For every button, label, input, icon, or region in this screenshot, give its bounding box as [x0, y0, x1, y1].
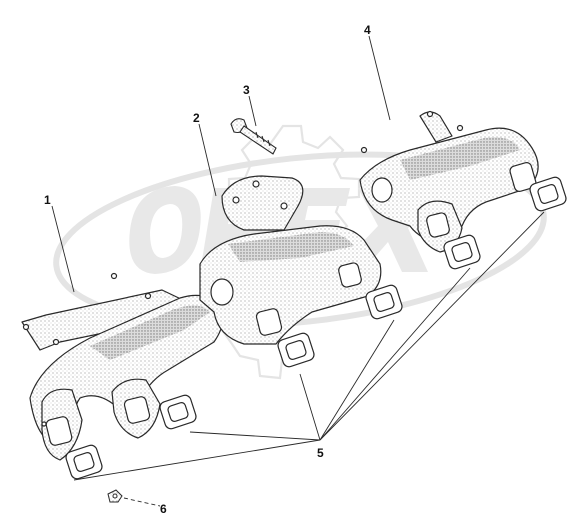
manifold-right-port-end	[509, 162, 537, 192]
gaskets	[65, 176, 567, 480]
manifold-centre-shadow	[228, 232, 354, 262]
leader-2	[198, 123, 217, 197]
leader-5-e	[319, 267, 471, 441]
callout-4: 4	[364, 23, 371, 37]
leader-3	[248, 95, 257, 127]
bolt	[230, 118, 277, 155]
leader-lines	[51, 35, 545, 507]
callout-5: 5	[317, 446, 324, 460]
callout-1: 1	[44, 193, 51, 207]
gasket	[65, 444, 103, 480]
leader-5-a	[73, 439, 321, 481]
gasket	[529, 176, 567, 212]
leader-6	[123, 497, 161, 507]
manifold-left-port-a	[45, 416, 73, 446]
watermark-gear-lower	[221, 329, 301, 380]
leader-5-b	[189, 431, 321, 441]
manifold-section-centre	[199, 175, 382, 345]
gasket	[443, 234, 481, 270]
callout-3: 3	[243, 83, 250, 97]
callout-2: 2	[193, 111, 200, 125]
manifold-centre-port-a	[255, 308, 283, 336]
manifold-section-right	[359, 110, 539, 253]
gasket	[277, 332, 315, 368]
leader-1	[51, 205, 75, 293]
gasket	[159, 394, 197, 430]
manifold-right-shadow	[400, 137, 520, 180]
manifold-centre-outlet-flange	[221, 175, 304, 231]
manifold-centre-bore	[210, 278, 234, 306]
leader-4	[368, 35, 391, 121]
manifold-centre-port-b	[338, 262, 362, 288]
leader-5-d	[319, 319, 395, 441]
manifold-left-shadow	[90, 305, 210, 360]
manifold-left-port-b	[123, 396, 151, 424]
watermark-oval	[53, 151, 547, 329]
manifold-right-mounting-tab	[419, 111, 453, 143]
nut	[107, 489, 123, 503]
manifold-right-bore	[371, 177, 393, 203]
manifold-right-port-a	[426, 212, 450, 238]
manifold-section-left	[21, 272, 224, 461]
leader-5-f	[319, 211, 545, 441]
callout-6: 6	[160, 502, 167, 516]
gasket	[365, 284, 403, 320]
leader-5-c	[299, 373, 321, 441]
